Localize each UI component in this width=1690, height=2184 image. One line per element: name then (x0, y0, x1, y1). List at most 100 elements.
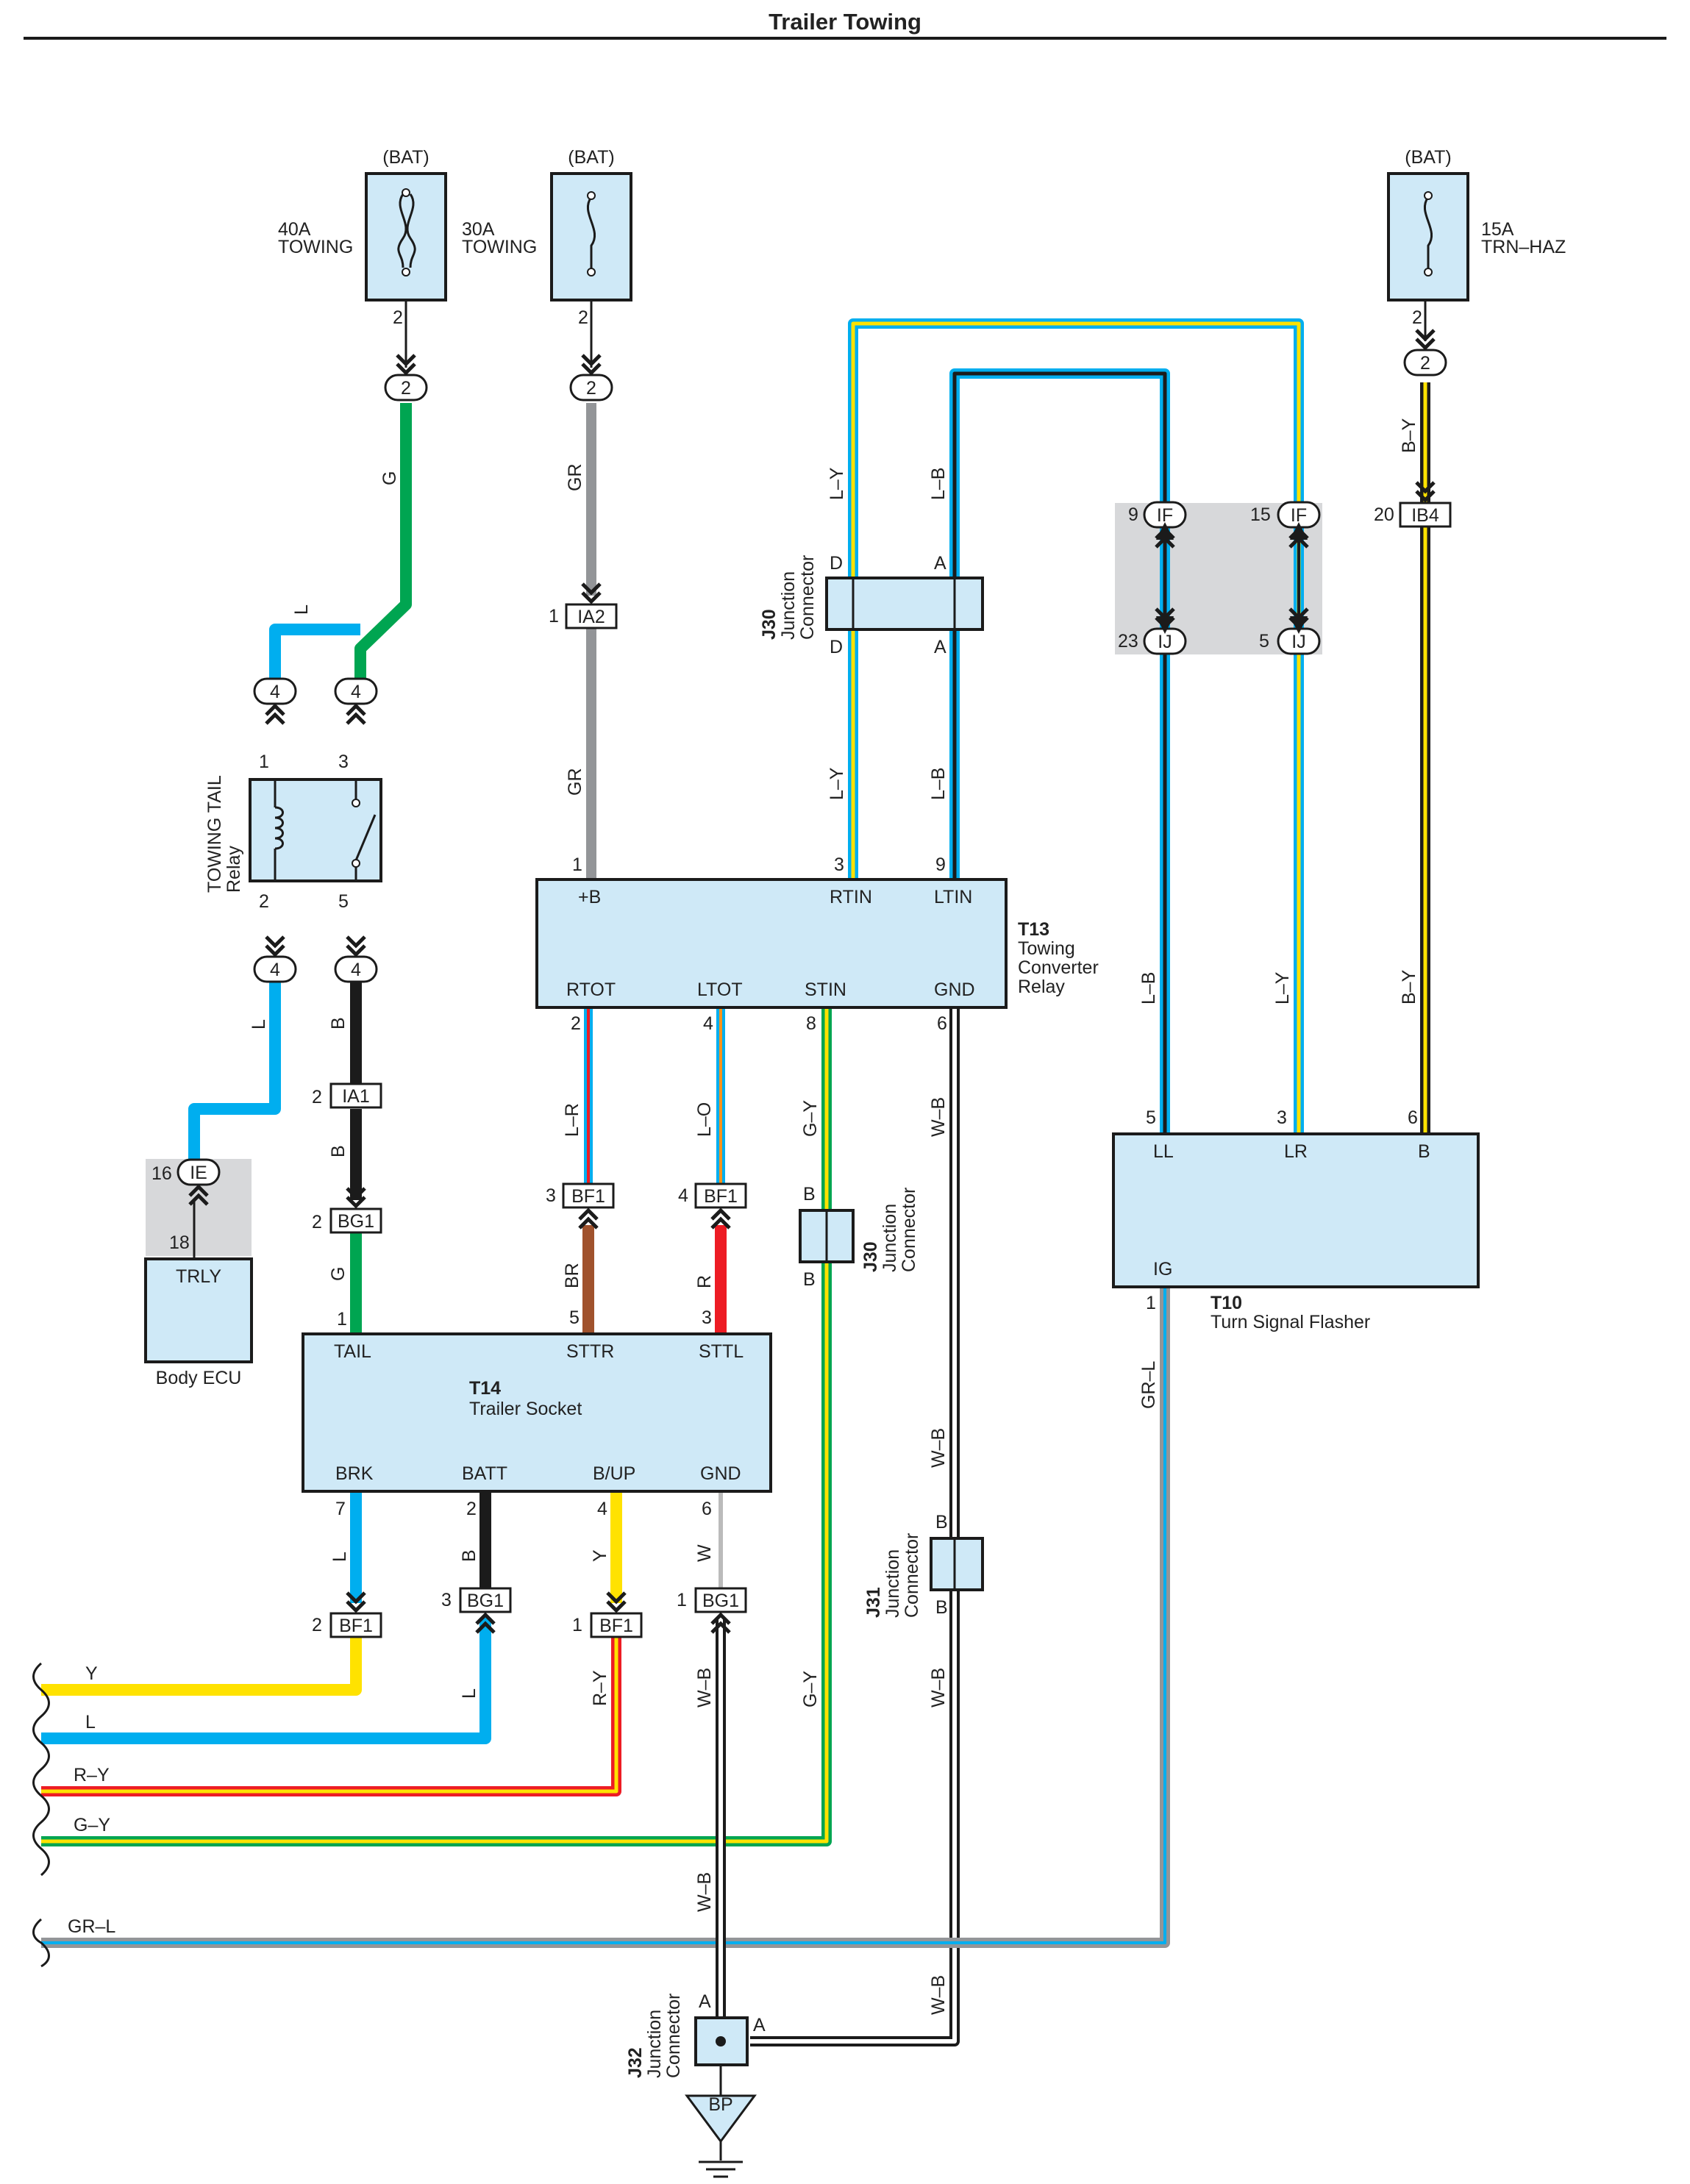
pin-ia1: 2 (312, 1087, 322, 1107)
connector-ij2: IJ (1277, 627, 1321, 655)
t13-name-1: Towing (1018, 938, 1075, 959)
pin-f3: 2 (1412, 307, 1422, 328)
connector-label-bg1a: BG1 (338, 1211, 374, 1232)
pin-brk: 7 (335, 1499, 346, 1519)
connector-bf1d: BF1 (590, 1612, 643, 1638)
j32-code: J32 (625, 2047, 646, 2078)
chevron-c4c (265, 935, 285, 957)
j30a-code: J30 (759, 609, 780, 640)
connector-label-bg1c: BG1 (702, 1591, 739, 1611)
pin-bg1a: 2 (312, 1212, 322, 1232)
j30-junction-connector-mid (799, 1209, 855, 1263)
t10-term-b: B (1418, 1141, 1430, 1162)
chevron-c4d (346, 935, 366, 957)
j32-name-1: Junction (644, 2010, 665, 2078)
pin-ltot: 4 (703, 1013, 713, 1034)
t13-term-rtin: RTIN (830, 887, 872, 907)
t14-term-sttr: STTR (566, 1341, 614, 1362)
pin-bg1batt: 3 (441, 1590, 452, 1610)
pin-batt: 2 (466, 1499, 477, 1519)
wire-label-y1: Y (590, 1549, 610, 1562)
fuse-30a-amp: 30A (462, 219, 495, 240)
wire-wb-gnd (750, 1007, 960, 2046)
connector-if1: IF (1143, 501, 1187, 529)
t10-name: Turn Signal Flasher (1211, 1312, 1370, 1332)
connector-ij1: IJ (1143, 627, 1187, 655)
harness-break-marks (32, 1662, 50, 1968)
chevron-ie (188, 1184, 209, 1206)
connector-ia2: IA2 (565, 603, 618, 629)
t14-term-bup: B/UP (593, 1463, 635, 1484)
connector-bf1c: BF1 (329, 1612, 382, 1638)
relay-name-2: Relay (224, 846, 244, 893)
chevron-c2a (396, 354, 416, 376)
connector-bg1c: BG1 (694, 1587, 747, 1613)
chevron-c2c (1415, 329, 1436, 351)
pin-trly: 18 (169, 1232, 190, 1253)
wire-layer (41, 300, 1430, 2160)
wire-label-wb1: W–B (928, 1097, 949, 1137)
connector-c2a: 2 (384, 374, 428, 402)
wire-label-r: R (694, 1275, 715, 1288)
chevron-c4b (346, 703, 366, 725)
fuse-15a-name: TRN–HAZ (1481, 237, 1566, 257)
t13-term-ltot: LTOT (697, 979, 743, 1000)
connector-label-c4b: 4 (351, 682, 361, 702)
connector-bf1b: BF1 (694, 1182, 747, 1209)
j31-pin-bot: B (935, 1597, 948, 1618)
connector-c2b: 2 (569, 374, 613, 402)
bat-label-1: (BAT) (382, 147, 429, 168)
t14-name: Trailer Socket (469, 1399, 582, 1419)
t14-term-brk: BRK (335, 1463, 374, 1484)
t13-code: T13 (1018, 919, 1049, 940)
pin-gnd14: 6 (702, 1499, 712, 1519)
t10-turn-signal-flasher (1112, 1132, 1480, 1288)
fuse-15a-trn-haz (1387, 172, 1469, 301)
pin-rtin: 3 (834, 854, 844, 875)
pin-bf1bup: 1 (572, 1615, 582, 1635)
pin-bf1o: 4 (678, 1185, 688, 1206)
wire-label-ly2: L–Y (827, 767, 847, 800)
j31-pin-top: B (935, 1512, 948, 1532)
pin-bup: 4 (597, 1499, 607, 1519)
body-ecu-name: Body ECU (156, 1368, 242, 1388)
pin-relay2: 2 (259, 891, 269, 912)
connector-label-ia2: IA2 (577, 607, 605, 627)
wire-label-gr2: GR (565, 768, 585, 796)
pin-relay5: 5 (338, 891, 349, 912)
pin-ltin: 9 (935, 854, 946, 875)
j30-junction-connector-top (825, 577, 984, 631)
wire-label-l2: L (249, 1019, 269, 1029)
t10-term-ig: IG (1153, 1259, 1172, 1280)
connector-label-c2b: 2 (586, 378, 596, 399)
wire-label-l1: L (291, 604, 312, 615)
fuse-40a-30a-towing (365, 172, 447, 301)
j30a-name-2: Connector (797, 555, 818, 640)
page-title: Trailer Towing (769, 9, 921, 35)
wire-ry-left (41, 1634, 621, 1796)
connector-label-c4a: 4 (270, 682, 280, 702)
pin-if15: 15 (1250, 504, 1271, 525)
wire-l-relay-feed (269, 624, 360, 691)
j30b-pin-bot: B (803, 1269, 816, 1290)
wire-label-wb2: W–B (694, 1668, 715, 1707)
wire-label-l4: L (459, 1688, 479, 1699)
wire-g-fuse40 (354, 403, 412, 691)
pin-bg1gnd: 1 (677, 1590, 687, 1610)
body-ecu-terminal: TRLY (176, 1266, 221, 1287)
wire-label-gy2: G–Y (800, 1671, 821, 1707)
connector-ia1: IA1 (329, 1082, 382, 1109)
wire-label-g1: G (379, 471, 400, 485)
wire-label-br: BR (562, 1263, 582, 1288)
t14-term-sttl: STTL (699, 1341, 744, 1362)
chevron-bf1c (346, 1591, 366, 1613)
wire-label-w1: W (694, 1544, 715, 1562)
t13-term-ltin: LTIN (934, 887, 972, 907)
wire-label-left_gy: G–Y (74, 1815, 110, 1835)
t13-term-stin: STIN (805, 979, 846, 1000)
fuse-30a-name: TOWING (462, 237, 537, 257)
t10-term-lr: LR (1284, 1141, 1308, 1162)
wire-label-lr: L–R (562, 1103, 582, 1137)
wire-label-lb1: L–B (928, 468, 949, 500)
